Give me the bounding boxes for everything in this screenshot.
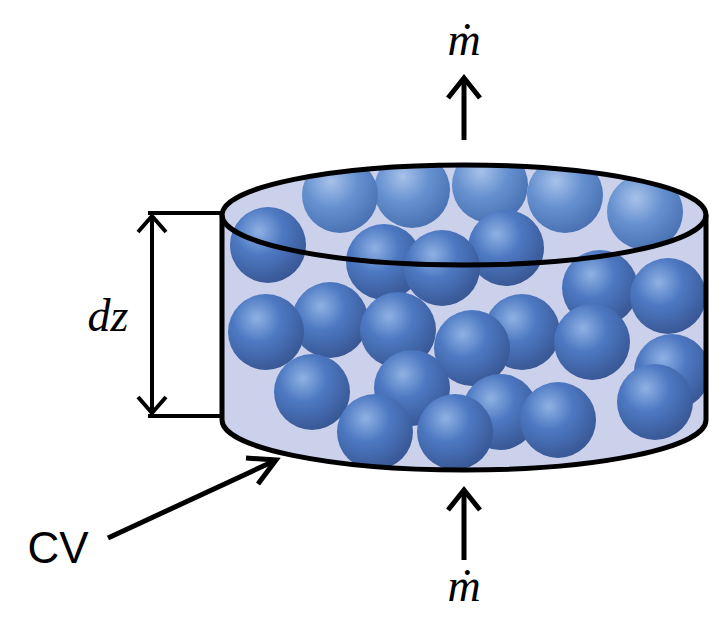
- control-volume-label: CV: [27, 526, 88, 570]
- dimension-tick: [148, 211, 222, 215]
- mass-flow-label: ṁ: [447, 17, 480, 63]
- arrow-head: [138, 397, 166, 413]
- cylinder-top: [222, 165, 706, 265]
- arrow-head: [448, 78, 480, 98]
- dimension-label: dz: [88, 293, 129, 339]
- arrow-head: [138, 216, 166, 232]
- dimension-tick: [148, 414, 222, 418]
- cylinder-outline: [222, 215, 706, 470]
- leader-line: [108, 462, 272, 538]
- flow-arrow-out: [462, 82, 467, 140]
- fluid-overlay: [222, 165, 706, 470]
- mass-flow-label: ṁ: [447, 563, 480, 609]
- arrow-head: [448, 490, 480, 510]
- dimension-line: [150, 218, 154, 411]
- flow-arrow-in: [462, 494, 467, 560]
- arrow-head: [246, 458, 276, 484]
- cylinder-body: [222, 165, 706, 470]
